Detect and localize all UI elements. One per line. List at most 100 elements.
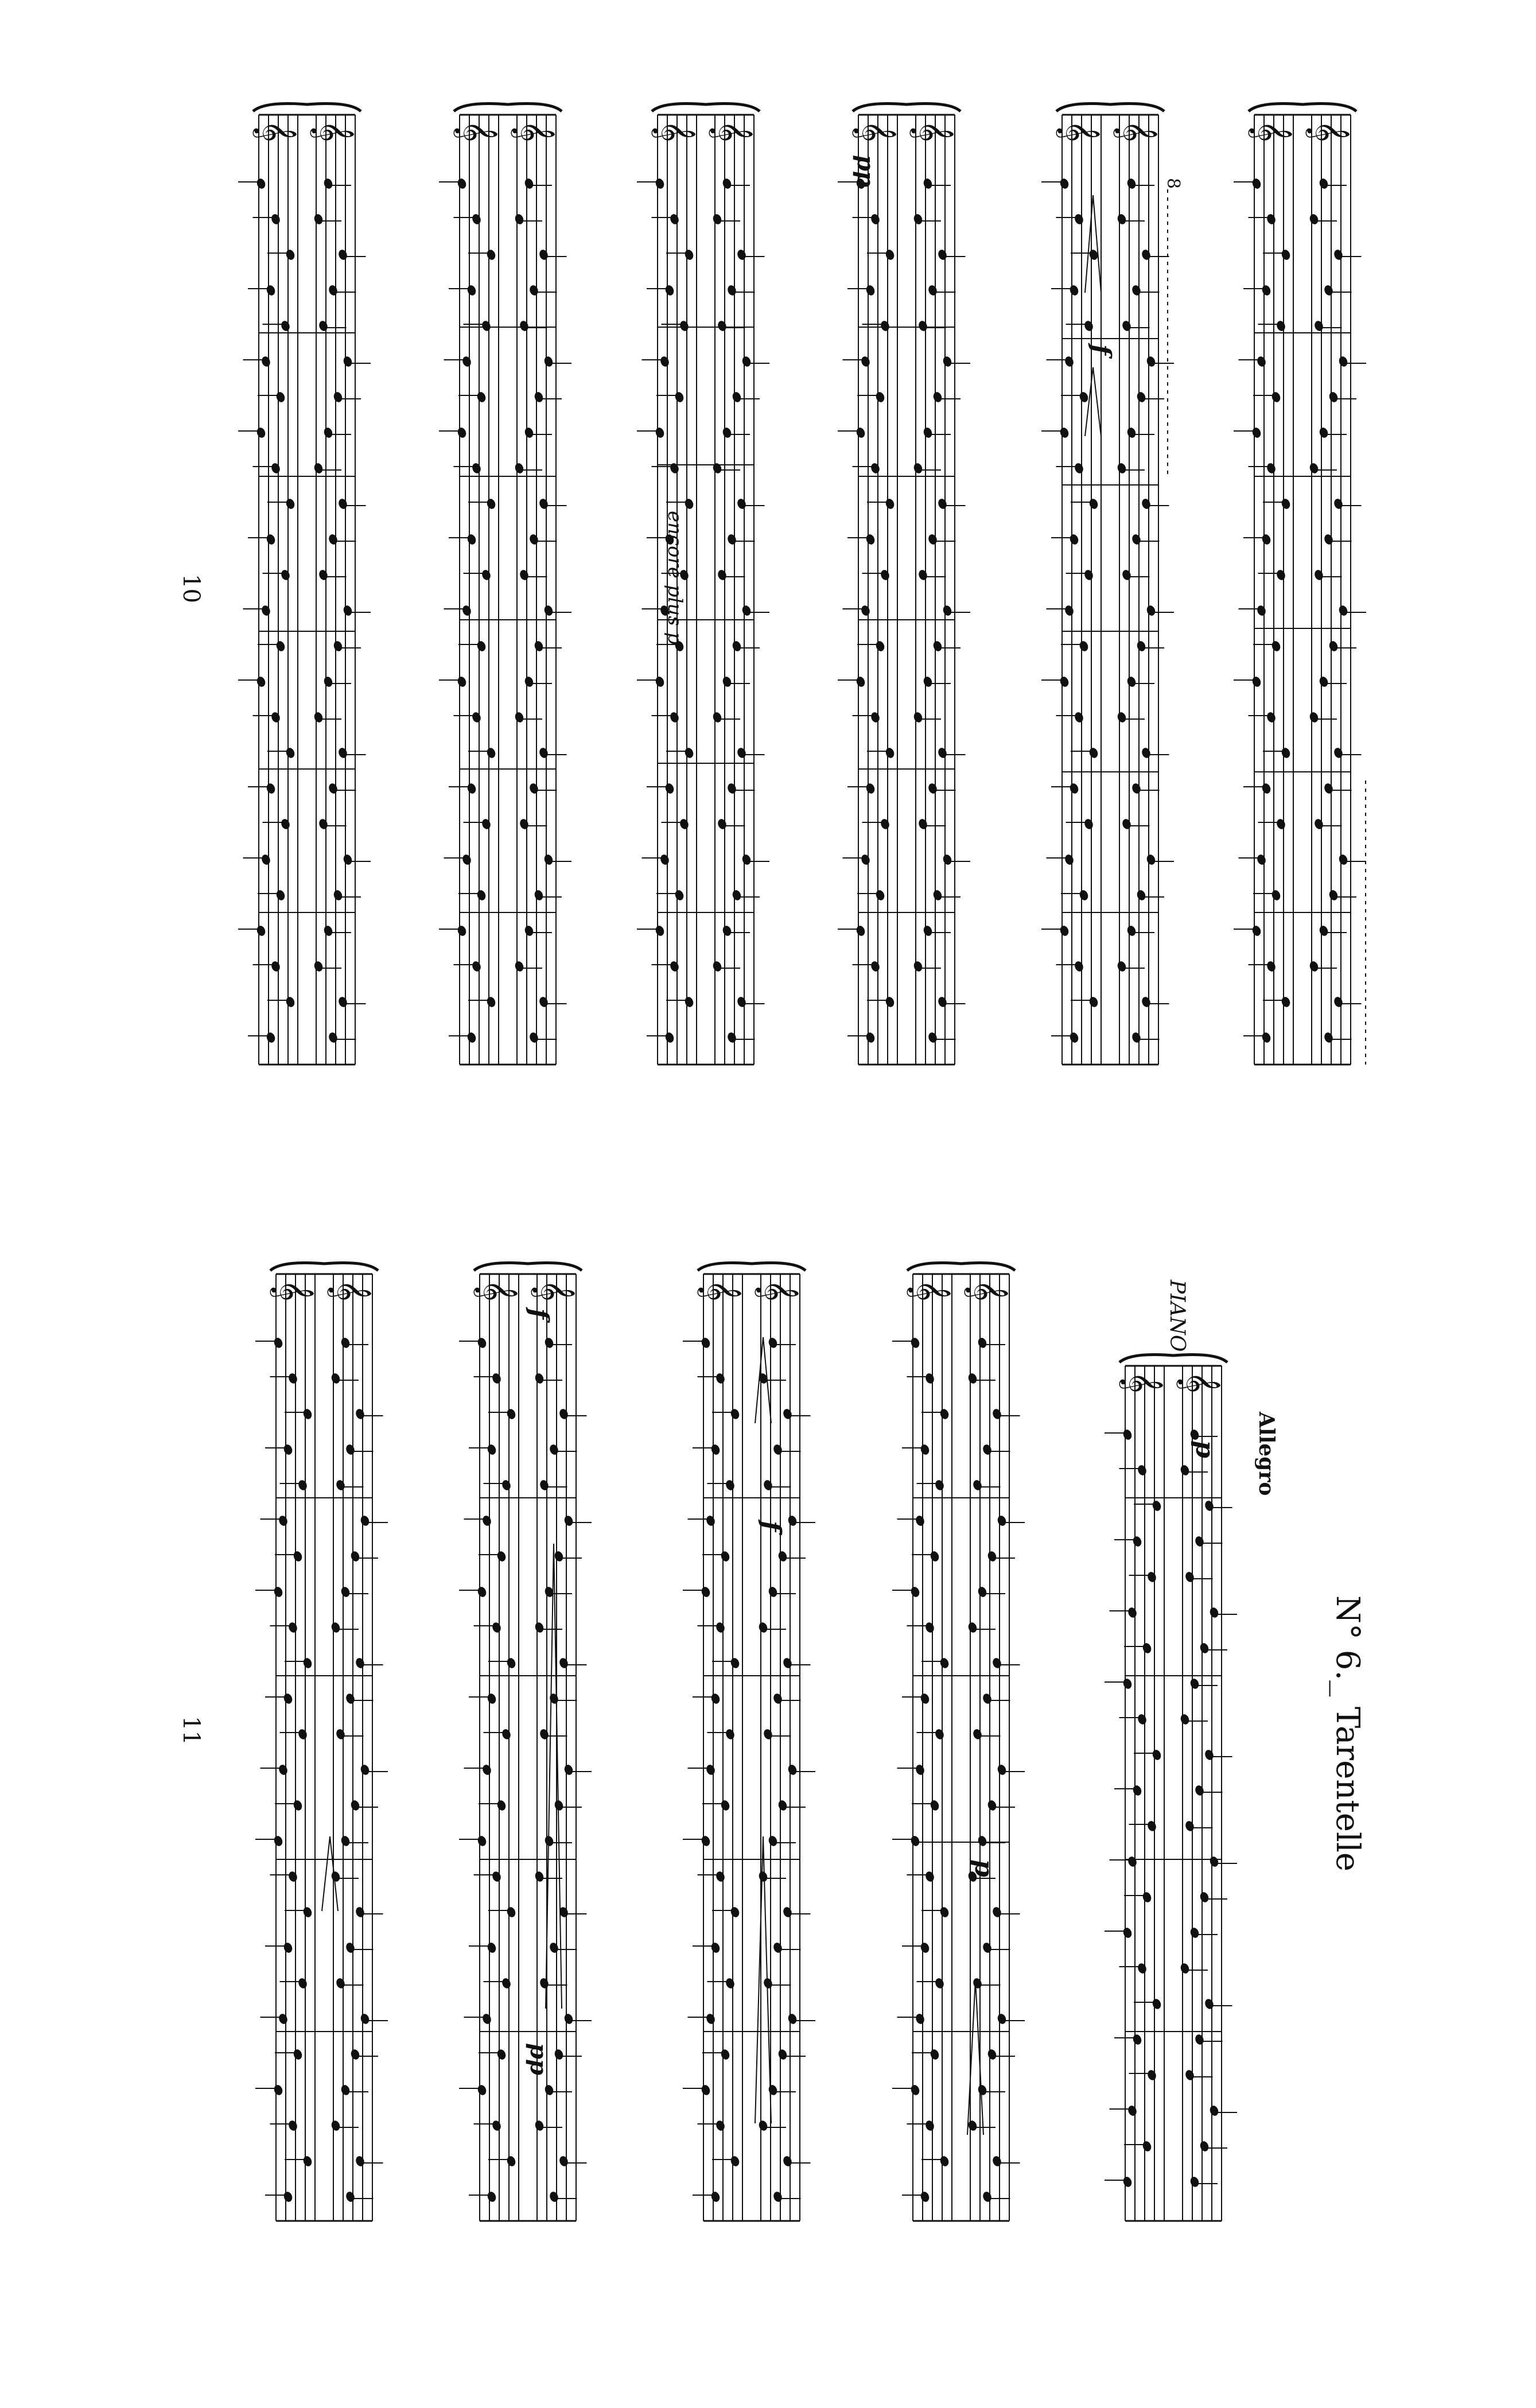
notehead-icon [1133,1785,1142,1796]
notehead-icon [716,1373,725,1384]
notehead-icon [783,1907,792,1917]
notehead-icon [718,819,726,829]
notehead-icon [554,1551,563,1562]
notehead-icon [1084,321,1093,331]
notehead-icon [1339,356,1348,367]
notehead-icon [718,570,726,580]
notehead-icon [283,1694,293,1704]
notehead-icon [933,392,942,402]
page-number-bottom: 11 [178,1716,204,1745]
notehead-icon [920,1694,930,1704]
notehead-icon [1142,1643,1152,1653]
notehead-icon [732,890,741,900]
notehead-icon [701,1836,710,1846]
notehead-icon [1142,1892,1152,1902]
notehead-icon [298,1480,307,1490]
notehead-icon [1262,285,1271,296]
notehead-icon [1133,1536,1142,1547]
notehead-icon [997,1765,1006,1775]
notehead-icon [544,356,553,367]
notehead-icon [544,605,553,616]
notehead-icon [680,321,689,331]
notehead-icon [1142,2141,1152,2151]
notehead-icon [1267,712,1276,723]
notehead-icon [732,641,741,651]
notehead-icon [913,712,923,723]
notehead-icon [670,214,679,224]
notehead-icon [274,1338,283,1348]
notehead-icon [462,605,471,616]
notehead-icon [773,1943,782,1953]
notehead-icon [713,463,722,473]
notehead-icon [281,321,290,331]
notehead-icon [711,2192,720,2202]
notehead-icon [343,356,352,367]
system-brace-icon [1055,102,1165,112]
notehead-icon [730,1409,740,1419]
notehead-icon [1309,214,1319,224]
notehead-icon [457,178,466,189]
treble-clef-icon: 𝄞 [697,1280,741,1302]
notehead-icon [502,1729,511,1739]
notehead-icon [482,570,491,580]
notehead-icon [472,961,481,972]
notehead-icon [524,677,534,687]
notehead-icon [356,2156,364,2166]
notehead-icon [1252,926,1261,936]
system-brace-icon [473,1261,583,1272]
notehead-icon [920,1943,930,1953]
notehead-icon [545,1587,554,1597]
notehead-icon [1190,2177,1199,2187]
notehead-icon [1252,178,1261,189]
notehead-icon [276,392,285,402]
notehead-icon [928,285,937,296]
notehead-icon [1277,321,1285,331]
notehead-icon [1060,926,1069,936]
notehead-icon [281,570,290,580]
notehead-icon [1084,570,1093,580]
notehead-icon [721,1800,730,1811]
notehead-icon [457,677,466,687]
notehead-icon [279,1516,287,1526]
notehead-icon [1117,961,1126,972]
notehead-icon [728,285,736,296]
bass-clef-icon: 𝄞 [755,1280,799,1302]
notehead-icon [286,250,295,260]
notehead-icon [716,2120,725,2131]
notehead-icon [1075,961,1083,972]
notehead-icon [1070,783,1079,794]
notehead-icon [502,1480,511,1490]
notehead-icon [1210,1607,1219,1618]
notehead-icon [706,2014,715,2024]
notehead-icon [881,819,889,829]
notehead-icon [554,2049,563,2060]
notehead-icon [997,1516,1006,1526]
notehead-icon [351,2049,360,2060]
notehead-icon [346,1694,355,1704]
notehead-icon [993,2156,1001,2166]
notehead-icon [737,748,746,758]
notehead-icon [487,2192,496,2202]
notehead-icon [885,748,895,758]
notehead-icon [331,1622,340,1633]
notehead-icon [938,748,947,758]
notehead-icon [1267,961,1276,972]
notehead-icon [940,1409,949,1419]
bass-clef-icon: 𝄞 [1113,121,1157,142]
notehead-icon [1210,1857,1219,1867]
treble-clef-icon: 𝄞 [1248,121,1292,142]
notehead-icon [728,783,736,794]
notehead-icon [764,1978,772,1988]
notehead-icon [564,2014,573,2024]
notehead-icon [935,1978,944,1988]
instrument-label: PIANO [1165,1279,1189,1351]
notehead-icon [530,285,538,296]
notehead-icon [768,1587,777,1597]
notehead-icon [1122,570,1131,580]
notehead-icon [1070,285,1079,296]
notehead-icon [303,1409,312,1419]
notehead-icon [1257,356,1266,367]
notehead-icon [1252,677,1261,687]
notehead-icon [550,2192,558,2202]
notehead-icon [1127,677,1136,687]
